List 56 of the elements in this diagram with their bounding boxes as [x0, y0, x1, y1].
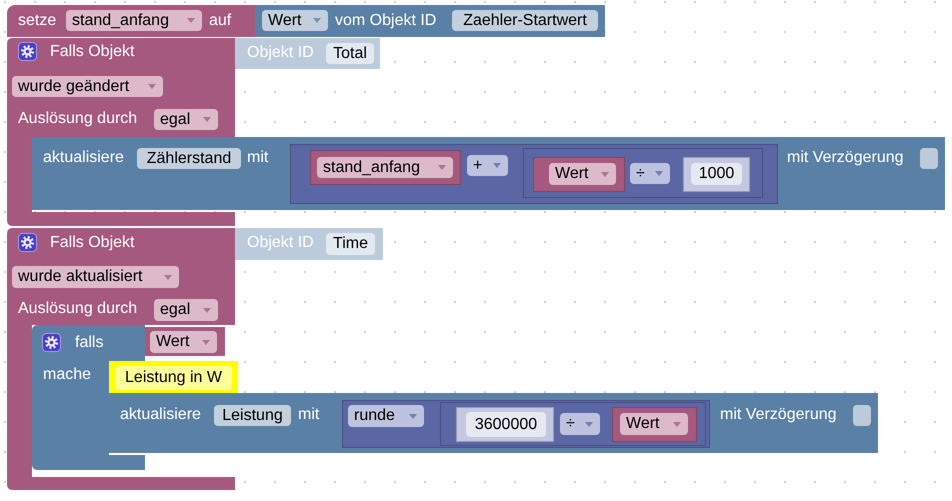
dropdown: Wert	[262, 10, 328, 31]
number-block	[456, 407, 554, 442]
dropdown: +	[467, 155, 508, 176]
block-label: auf	[209, 11, 232, 31]
text-field: Leistung	[214, 405, 291, 426]
dropdown: stand_anfang	[66, 10, 202, 31]
math-block	[440, 402, 706, 446]
block-label: mit	[247, 148, 268, 168]
block-label: Objekt ID	[247, 43, 314, 63]
dropdown: ÷	[560, 413, 600, 435]
text-field: Zählerstand	[137, 148, 241, 169]
block-label: vom Objekt ID	[335, 11, 436, 31]
comment-block	[109, 361, 238, 394]
dropdown: runde	[348, 405, 424, 427]
block-label: Objekt ID	[247, 233, 314, 253]
math-block	[342, 400, 710, 448]
variable-block	[145, 327, 225, 356]
block-label: Falls Objekt	[50, 233, 134, 253]
value-block	[235, 38, 380, 69]
block-label: aktualisiere	[43, 148, 124, 168]
text-field: Total	[326, 43, 374, 64]
math-block	[290, 144, 778, 204]
text-field: Leistung in W	[115, 366, 232, 390]
dropdown: Wert	[620, 413, 688, 435]
number-field: 1000	[691, 163, 742, 185]
variable-block	[310, 150, 461, 185]
variable-block	[533, 157, 625, 192]
text-field: Time	[326, 233, 375, 255]
block-label: mache	[43, 365, 92, 385]
dropdown: egal	[154, 109, 218, 130]
text-field: Zaehler-Startwert	[452, 10, 598, 31]
dropdown: stand_anfang	[317, 157, 453, 178]
block-label: falls	[75, 333, 104, 353]
statement-block	[32, 137, 945, 210]
value-block	[255, 5, 605, 37]
dropdown: wurde geändert	[12, 76, 163, 97]
variable-block	[612, 407, 697, 442]
block-label: mit Verzögerung	[720, 405, 837, 425]
number-block	[683, 157, 750, 192]
block-label: mit	[298, 405, 320, 425]
block-label: Auslösung durch	[18, 299, 138, 319]
value-block	[235, 228, 383, 260]
block-label: mit Verzögerung	[787, 148, 904, 168]
statement-block	[109, 393, 878, 453]
dropdown: ÷	[630, 163, 670, 184]
dropdown: wurde aktualisiert	[12, 266, 179, 288]
block-label: aktualisiere	[120, 405, 201, 425]
dropdown: Wert	[150, 331, 217, 353]
block-label: Falls Objekt	[50, 42, 134, 62]
dropdown: Wert	[549, 163, 616, 185]
math-block	[523, 148, 763, 198]
block-label: Auslösung durch	[18, 109, 138, 129]
statement-block	[7, 5, 255, 37]
block-label: setze	[18, 11, 56, 31]
number-field: 3600000	[466, 412, 546, 437]
dropdown: egal	[154, 299, 218, 321]
